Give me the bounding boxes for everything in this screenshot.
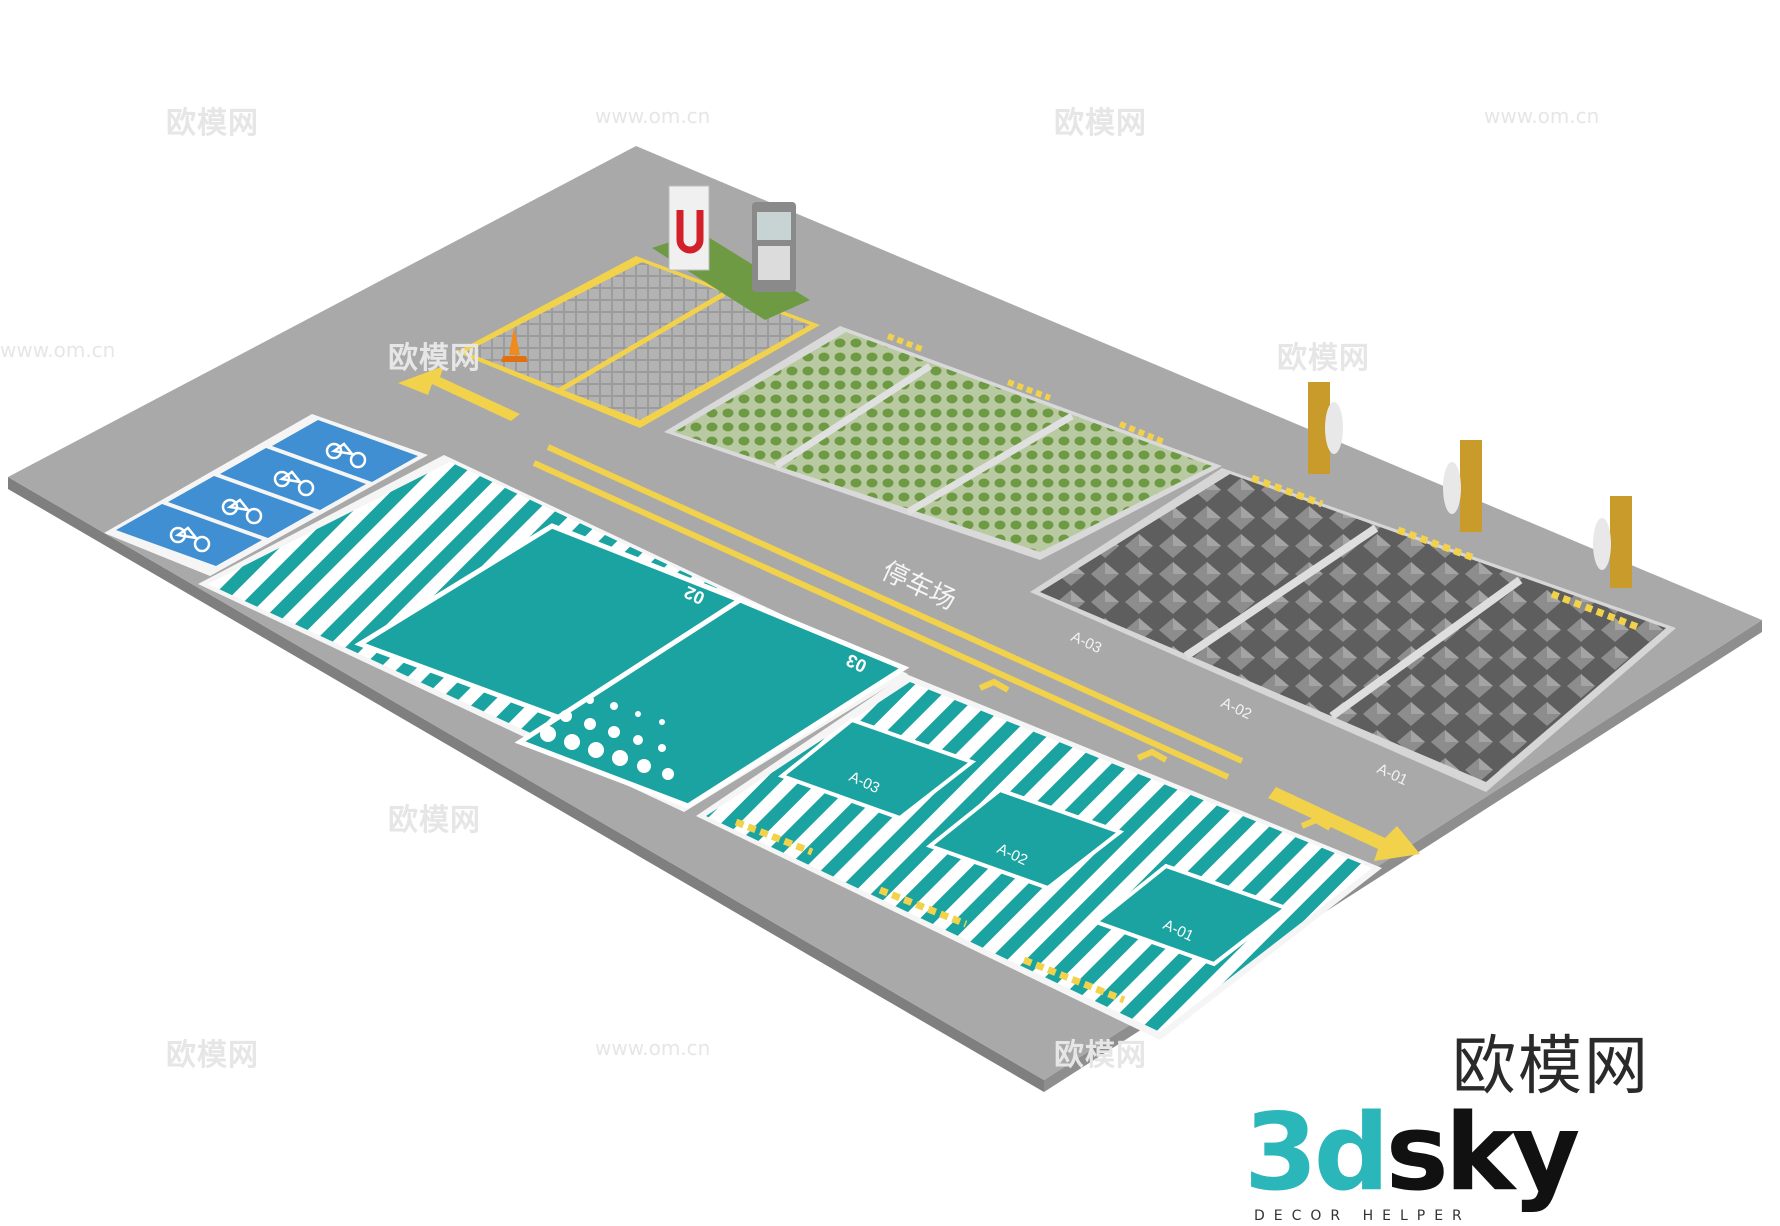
wheel-stop xyxy=(1396,526,1476,562)
bicycle-icon xyxy=(273,470,315,497)
speed-bump xyxy=(734,818,814,856)
road-centerline-2 xyxy=(532,460,1230,780)
slot-a02 xyxy=(925,787,1125,891)
direction-arrow-left-icon xyxy=(398,366,520,421)
logo-part-2: sky xyxy=(1385,1091,1581,1214)
ev-charger-post-icon xyxy=(1593,496,1632,588)
ev-charger-post-icon xyxy=(1308,382,1343,474)
chevron-up-icon xyxy=(1300,816,1332,831)
wheel-stop xyxy=(1118,421,1166,445)
bicycle-icon xyxy=(169,526,211,553)
speed-bump xyxy=(878,886,968,928)
bicycle-icon xyxy=(325,442,367,469)
slot-a01 xyxy=(1091,863,1291,967)
ground-slab-side xyxy=(8,477,1044,1092)
road-centerline-1 xyxy=(546,444,1244,764)
teal-parking-zone: 02 03 xyxy=(198,455,910,812)
traffic-cone-icon xyxy=(509,327,520,355)
brand-tagline: DECOR HELPER xyxy=(1254,1208,1471,1224)
tile-parking-lot xyxy=(456,185,820,428)
direction-arrow-right-icon xyxy=(1268,787,1420,861)
wheel-stop xyxy=(1550,590,1642,632)
brand-logo: 3dsky xyxy=(1244,1100,1580,1206)
grass-paver-lot xyxy=(664,326,1222,560)
dot-pattern xyxy=(540,696,674,780)
bicycle-parking xyxy=(104,414,428,576)
wheel-stop xyxy=(886,333,926,353)
chevron-up-icon xyxy=(1136,748,1168,763)
chevron-up-icon xyxy=(978,678,1010,693)
slot-a03 xyxy=(777,717,977,821)
wheel-stop xyxy=(1006,379,1052,401)
ev-charger-post-icon xyxy=(1443,440,1482,532)
bicycle-icon xyxy=(221,498,263,525)
road-markings: 停车场 xyxy=(398,366,1420,861)
bike-space xyxy=(116,504,262,566)
speed-bump xyxy=(1022,956,1126,1004)
brand-chinese-name: 欧模网 xyxy=(1452,1030,1650,1104)
ev-charger-station-icon xyxy=(752,202,796,292)
logo-part-1: 3d xyxy=(1244,1091,1390,1214)
bike-space xyxy=(168,476,314,538)
bike-space xyxy=(220,448,366,510)
ev-paver-lot: A-03 A-02 A-01 xyxy=(1030,382,1676,792)
wheel-stop xyxy=(1250,474,1324,508)
bike-space xyxy=(272,420,418,482)
supercharger-icon xyxy=(668,185,710,271)
accessible-parking-zone: A-03 A-02 A-01 xyxy=(696,674,1382,1040)
